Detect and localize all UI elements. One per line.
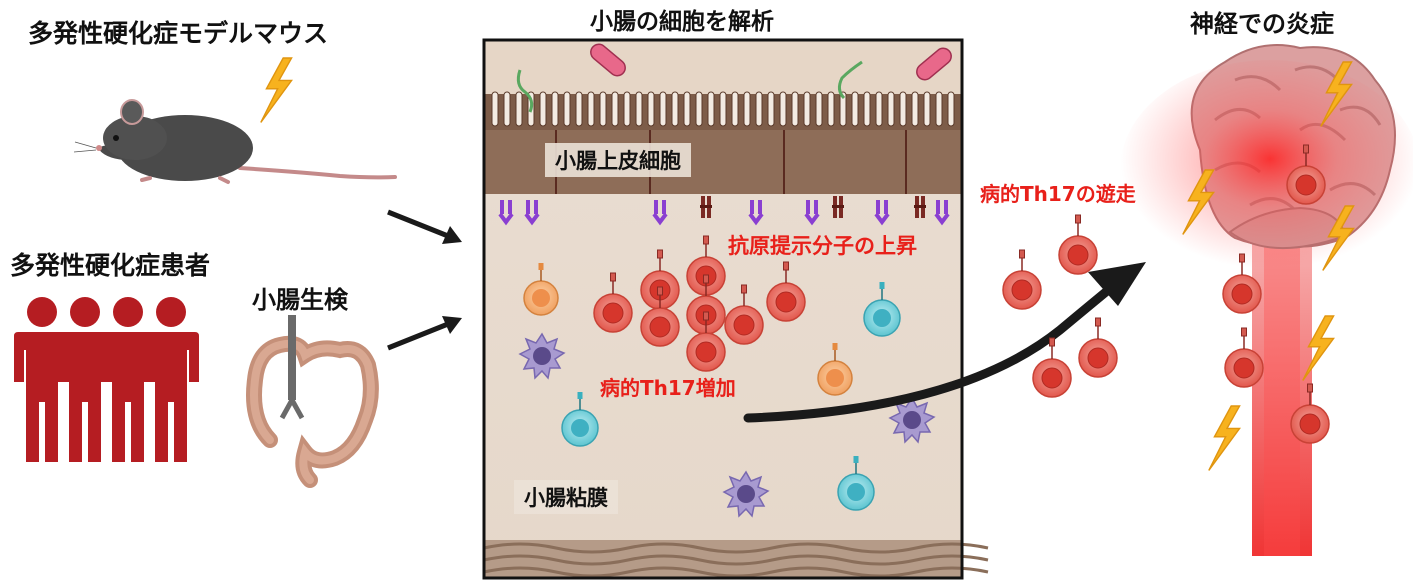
bacteria-icon [516,43,952,113]
neuro-title: 神経での炎症 [1190,10,1334,38]
lightning-icon [1208,405,1241,472]
analysis-title: 小腸の細胞を解析 [590,9,774,35]
migrating-th17-cells [1002,214,1118,398]
intestine-section [482,38,989,580]
biopsy-label: 小腸生検 [252,286,348,314]
muscle-layer [483,540,989,578]
migration-arrow-icon [743,262,1146,423]
th17-increase-label: 病的Th17増加 [600,376,736,400]
brain-icon [1120,44,1413,556]
epithelium-label: 小腸上皮細胞 [545,143,691,177]
lightning-icon [260,57,293,124]
arrow-icon [387,209,462,244]
mouse-icon [73,99,397,184]
antigen-label: 抗原提示分子の上昇 [728,234,917,258]
arrow-icon [387,316,462,351]
mucosa-label: 小腸粘膜 [514,480,618,514]
ms-mouse-label: 多発性硬化症モデルマウス [28,19,329,48]
patient-group-icon [14,297,199,462]
biopsy-forceps-icon [279,315,305,420]
ms-patient-label: 多発性硬化症患者 [10,251,211,280]
intestine-icon [246,335,379,488]
th17-migration-label: 病的Th17の遊走 [980,182,1136,206]
